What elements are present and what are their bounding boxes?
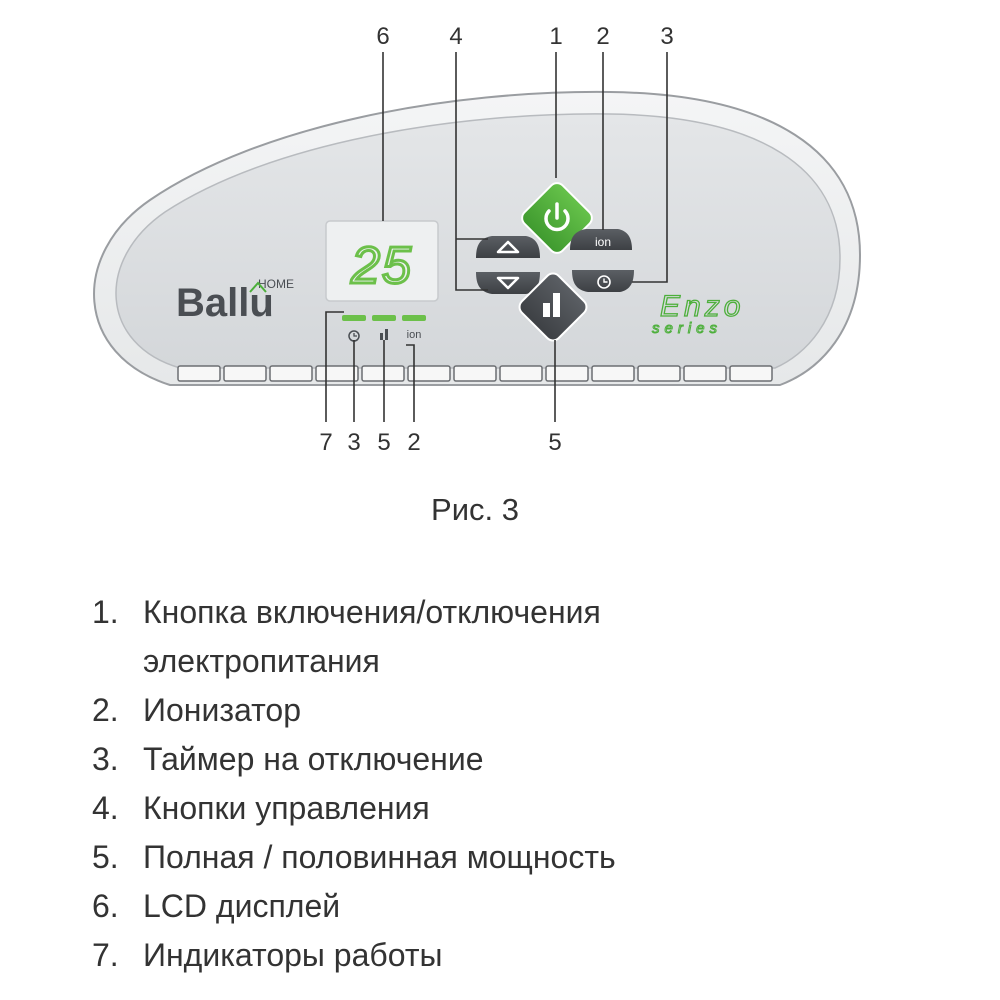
callout-2: 2 [596,23,609,50]
up-button[interactable] [476,236,540,258]
legend-text: Кнопки управления [143,790,430,826]
figure-caption: Рис. 3 [431,492,519,527]
vent-slot [177,365,221,382]
callout-5-bottom: 5 [377,429,390,456]
vent-slot [729,365,773,382]
brand-logo: Ballu HOME [176,277,294,325]
ion-indicator [402,315,426,321]
callout-3: 3 [660,23,673,50]
callout-3-bottom: 3 [347,429,360,456]
leader-lines [325,52,668,422]
legend-item: 4. Кнопки управления [92,784,703,833]
svg-text:HOME: HOME [258,277,294,291]
down-button[interactable] [476,272,540,294]
ion-button[interactable]: ion [570,229,632,250]
callout-6: 6 [376,23,389,50]
legend-text: Индикаторы работы [143,937,443,973]
legend-text: Полная / половинная мощность [143,839,616,875]
vent-slot [453,365,497,382]
vent-slot [361,365,405,382]
callout-7-bottom: 7 [319,429,332,456]
legend-item: 7. Индикаторы работы [92,931,703,980]
power-indicator [372,315,396,321]
panel-face [115,113,841,369]
legend-item: 1. Кнопка включения/отключения электропит… [92,588,703,686]
timer-icon [597,275,611,289]
vent-slot [315,365,359,382]
legend-text: Кнопка включения/отключения электропитан… [143,594,601,679]
legend-text: LCD дисплей [143,888,341,924]
callout-labels: 6 4 1 2 3 7 3 5 2 5 [319,23,673,456]
legend-item: 5. Полная / половинная мощность [92,833,703,882]
svg-text:Enzo: Enzo [660,290,744,323]
legend-number: 1. [92,594,119,630]
legend-number: 5. [92,839,119,875]
callout-2-bottom: 2 [407,429,420,456]
power-icon [544,202,570,232]
lcd-display: 25 [325,220,439,302]
legend-number: 7. [92,937,119,973]
svg-text:Ballu: Ballu [176,281,274,325]
ion-button-label: ion [595,235,611,249]
legend-number: 2. [92,692,119,728]
ion-indicator-label: ion [407,329,422,341]
callout-5-center: 5 [548,429,561,456]
series-logo: Enzo series [652,289,744,337]
control-panel-diagram: Ballu HOME 25 ion [93,23,862,456]
vent-slot [637,365,681,382]
vent-slot [499,365,543,382]
timer-indicator [342,315,366,321]
svg-text:series: series [652,320,722,337]
timer-button[interactable] [572,270,634,292]
legend-number: 4. [92,790,119,826]
vent-strip [177,365,773,382]
power-level-icon [543,293,560,317]
legend-number: 6. [92,888,119,924]
legend-number: 3. [92,741,119,777]
power-indicator-icon [380,329,388,340]
vent-slot [683,365,727,382]
svg-text:25: 25 [350,237,413,295]
legend-item: 2. Ионизатор [92,686,703,735]
legend-text: Таймер на отключение [143,741,484,777]
legend-item: 6. LCD дисплей [92,882,703,931]
vent-slot [269,365,313,382]
vent-slot [545,365,589,382]
indicator-bars: ion [342,315,426,342]
legend-item: 3. Таймер на отключение [92,735,703,784]
legend-text: Ионизатор [143,692,301,728]
vent-slot [407,365,451,382]
callout-1: 1 [549,23,562,50]
callout-4: 4 [449,23,462,50]
legend-list: 1. Кнопка включения/отключения электропит… [92,588,703,980]
vent-slot [591,365,635,382]
vent-slot [223,365,267,382]
half-full-power-button[interactable] [516,270,590,344]
